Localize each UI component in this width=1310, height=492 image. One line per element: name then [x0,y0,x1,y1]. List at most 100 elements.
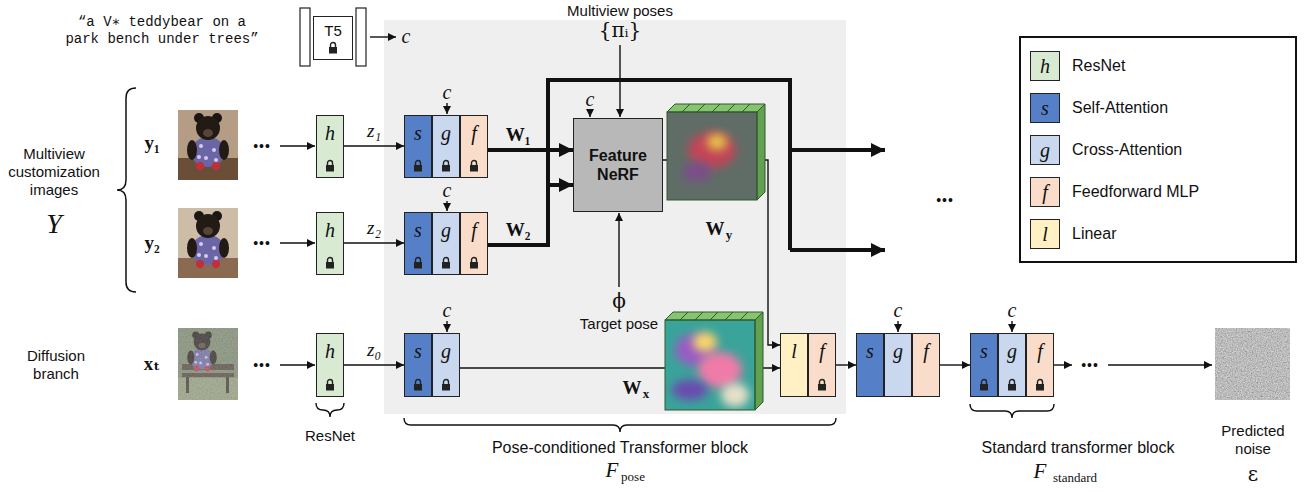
lock-body [329,47,337,54]
lock-body [326,262,334,269]
branch-name: Diffusion branch [6,347,106,383]
feature-nerf-box: Feature NeRF [573,118,663,212]
bear-foot [196,260,204,268]
input-arrow [370,36,396,37]
encoder-bar [356,8,366,66]
feature-blob [698,352,742,388]
feature-side-face [755,312,763,410]
cross-attention-block: g [432,212,460,275]
noisy-photo [178,328,238,400]
function-name: F [1034,459,1047,484]
photo-wall [178,110,238,180]
lock-icon [1007,378,1017,391]
legend-letter: h [1040,54,1050,78]
lock-icon [413,159,423,172]
legend-letter: g [1040,138,1050,162]
linear-block: l [780,333,808,397]
resnet-block: h [316,212,344,275]
ellipsis: ••• [253,235,271,252]
self-attention-block: s [970,333,998,397]
variable-name: c [402,24,411,48]
flow-arrow [836,364,856,365]
lock-body [470,165,478,172]
bear-foot [212,162,220,170]
lock-icon [441,378,451,391]
photo-trees [178,328,238,400]
lock-shackle [472,258,477,263]
feature-stripe [695,312,703,320]
feature-subscript: x [643,386,650,402]
feature-stripe [725,312,733,320]
lock-shackle [472,161,477,166]
cross-attention-block: g [998,333,1026,397]
feature-stripe [727,104,735,112]
lock-body [442,384,450,391]
block-label: s [414,219,422,241]
legend-letter: f [1042,180,1048,204]
lock-icon [325,159,335,172]
bear-muzzle [203,227,213,235]
variable-name: c [443,80,452,104]
input-arrow [280,242,315,243]
shirt-pattern [197,155,201,159]
bear-foot [196,162,204,170]
lock-shackle [328,380,333,385]
output-name: Predicted noise [1207,422,1299,458]
block-label: f [471,219,477,241]
feature-stripe [712,104,720,112]
lock-body [1008,384,1016,391]
edge-label: W₂ [506,219,531,242]
feature-path [548,80,790,250]
image-set-bracket [117,88,136,292]
variable-name: c [443,298,452,322]
feature-top-face [667,104,765,112]
legend-frame [1020,37,1296,262]
block-label: g [893,340,903,362]
feature-blob [707,134,727,150]
lock-body [326,384,334,391]
input-arrow [280,364,315,365]
input-arrow [1011,321,1012,332]
lock-icon [441,256,451,269]
lock-shackle [328,161,333,166]
feature-side-face [757,104,765,200]
lock-body [326,165,334,172]
shirt-pattern [214,256,218,260]
feature-ground [667,112,757,200]
predicted-noise-image [1215,328,1290,400]
feature-stripe [697,104,705,112]
block-label: f [819,340,825,362]
feature-stripe [682,104,690,112]
variable-name: c [443,178,452,202]
lock-icon [469,256,479,269]
variable-name: ε [1248,462,1258,486]
flow-arrow [940,364,970,365]
legend-text: Linear [1072,224,1116,243]
shirt-pattern [199,144,203,148]
lock-body [818,384,826,391]
block-label: h [325,340,335,362]
legend-text: Feedforward MLP [1072,182,1199,201]
lock-body [1036,384,1044,391]
feature-blob [683,162,711,182]
pose-block-region [384,20,846,414]
block-label: f [923,340,929,362]
lock-icon [413,378,423,391]
self-attention-block: s [404,115,432,178]
edge-label: z₁ [367,120,381,143]
input-arrow [589,110,590,117]
lock-shackle [444,161,449,166]
edge-label: z₀ [367,339,381,362]
function-subscript: standard [1053,470,1097,486]
block-label: s [866,340,874,362]
resnet-block: h [316,115,344,178]
bracket-label: ResNet [305,427,355,445]
bear-head [196,214,220,238]
shirt-pattern [197,253,201,257]
lock-icon [469,159,479,172]
input-arrow [446,321,447,332]
ellipsis: ••• [253,357,271,374]
feature-path [790,248,885,252]
legend-text: Cross-Attention [1072,140,1182,159]
